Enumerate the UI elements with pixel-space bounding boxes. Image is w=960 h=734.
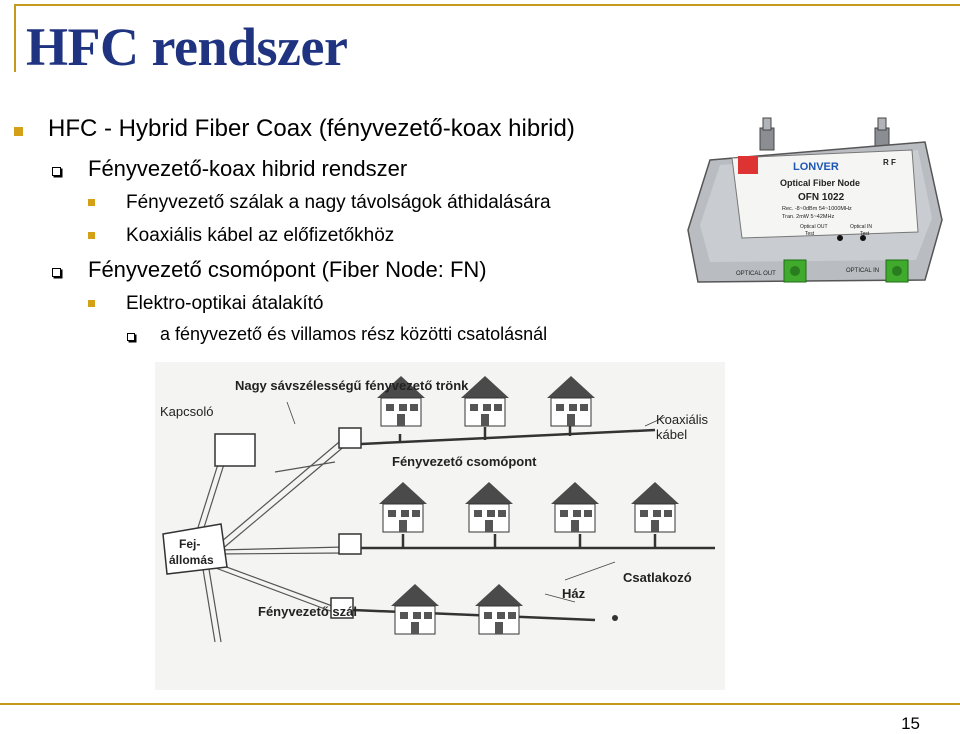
label-switch: Kapcsoló [160,404,214,419]
bullet-1: HFC - Hybrid Fiber Coax (fényvezető-koax… [48,115,575,142]
top-connector-left [759,127,775,151]
fiber-node-1 [338,427,362,449]
headend-label: Fej- [179,537,200,551]
bullet-5: Fényvezető csomópont (Fiber Node: FN) [88,257,487,282]
bullet-7: a fényvezető és villamos rész közötti cs… [160,324,548,344]
device-brand: LONVER [793,161,839,173]
title-accent-line-top [14,4,960,6]
headend-label-2: állomás [169,553,214,567]
slide-title: HFC rendszer [26,17,348,77]
bullet-hollow-square-icon [52,167,61,176]
bullet-2: Fényvezető-koax hibrid rendszer [88,156,408,181]
device-test-1: Test [805,231,815,237]
bullet-square-icon [88,232,95,239]
bullet-4: Koaxiális kábel az előfizetőkhöz [126,225,395,246]
fiber-node-3 [330,597,354,619]
fiber-trunk-lines [194,436,348,643]
bullet-6: Elektro-optikai átalakító [126,293,324,314]
device-label-left: OPTICAL OUT [736,271,776,277]
label-trunk: Nagy sávszélességű fényvezető trönk [235,378,469,393]
bullet-hollow-square-icon [127,333,135,341]
headend-box [162,523,228,575]
fiber-node-2 [338,533,362,555]
device-model: OFN 1022 [798,192,845,203]
device-port-in: Optical IN [850,224,872,230]
device-test-2: Test [860,231,870,237]
bullet-square-icon [88,300,95,307]
bullet-square-icon [14,127,23,136]
house-group [377,376,679,635]
device-spec-1: Rec. -8~0dBm 54~1000MHz [782,206,852,212]
footer-accent-line [0,703,960,705]
label-fiber: Fényvezető szál [258,604,357,619]
device-rf-label: R F [883,158,896,167]
label-house: Ház [562,586,586,601]
coax-lines [352,424,715,622]
device-spec-2: Tran. 2mW 5~42MHz [782,214,834,220]
device-product: Optical Fiber Node [780,178,860,188]
bullet-hollow-square-icon [52,268,61,277]
hfc-network-diagram: Fej- állomás [155,362,725,690]
page-number: 15 [901,714,920,733]
title-accent-line-left [14,4,16,72]
device-label-right: OPTICAL IN [846,268,879,274]
label-connector: Csatlakozó [623,570,692,585]
label-fiber-node: Fényvezető csomópont [392,454,537,469]
bullet-square-icon [88,199,95,206]
switch-box [214,433,256,467]
label-coax: Koaxiális kábel [656,412,709,442]
optical-fiber-node-photo: LONVER R F Optical Fiber Node OFN 1022 R… [687,117,943,283]
bullet-3: Fényvezető szálak a nagy távolságok áthi… [126,192,551,213]
device-port-out: Optical OUT [800,224,828,230]
